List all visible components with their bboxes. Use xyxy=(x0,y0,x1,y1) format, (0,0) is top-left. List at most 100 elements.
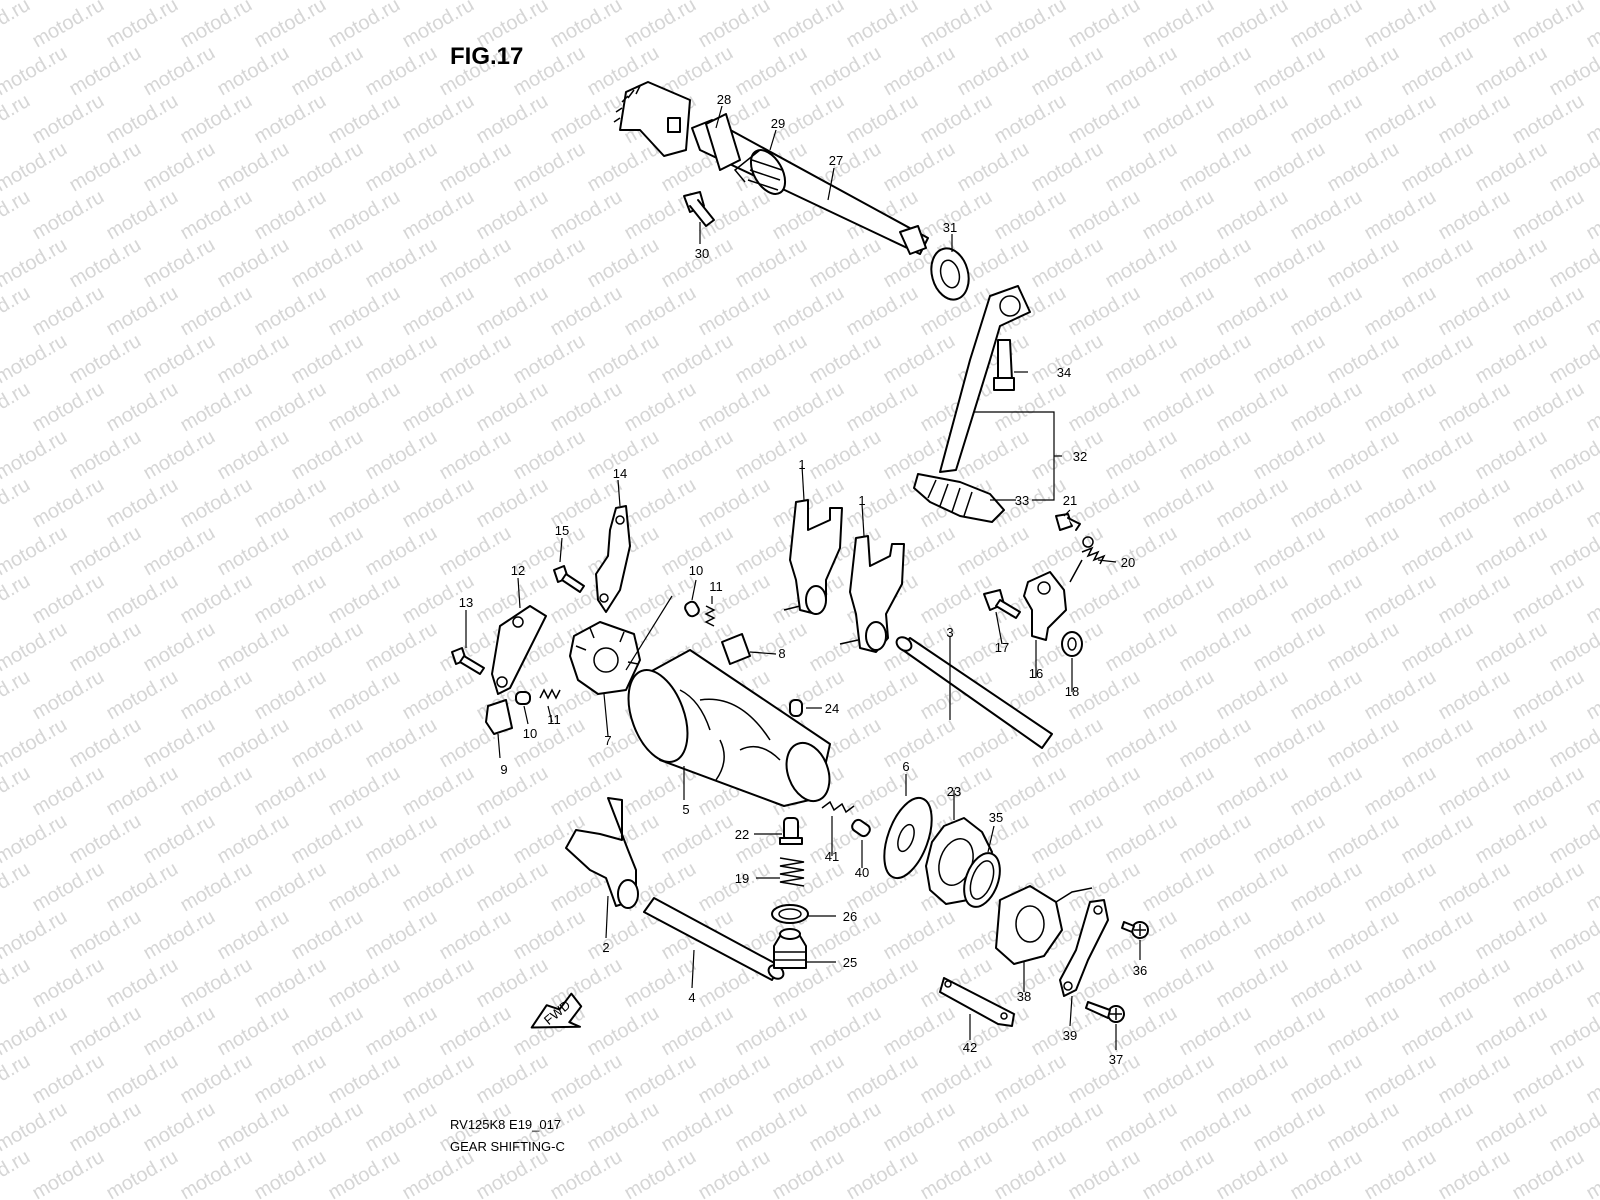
watermark-text: motod.ru xyxy=(584,1002,663,1061)
watermark-text: motod.ru xyxy=(103,1050,182,1109)
watermark-text: motod.ru xyxy=(584,138,663,197)
callout-40: 40 xyxy=(855,865,869,880)
watermark-text: motod.ru xyxy=(1102,0,1181,4)
watermark-text: motod.ru xyxy=(880,1002,959,1061)
watermark-text: motod.ru xyxy=(362,234,441,293)
figure-title: FIG.17 xyxy=(450,43,523,70)
watermark-text: motod.ru xyxy=(1324,138,1403,197)
watermark-text: motod.ru xyxy=(658,234,737,293)
pin-24 xyxy=(789,699,803,717)
watermark-text: motod.ru xyxy=(1361,0,1440,52)
callout-10a: 10 xyxy=(689,563,703,578)
watermark-text: motod.ru xyxy=(806,426,885,485)
watermark-text: motod.ru xyxy=(1324,714,1403,773)
watermark-text: motod.ru xyxy=(1102,810,1181,869)
watermark-text: motod.ru xyxy=(880,42,959,101)
watermark-text: motod.ru xyxy=(1472,522,1551,581)
watermark-text: motod.ru xyxy=(510,330,589,389)
watermark-text: motod.ru xyxy=(399,90,478,149)
watermark-text: motod.ru xyxy=(806,1002,885,1061)
watermark-text: motod.ru xyxy=(399,1050,478,1109)
watermark-text: motod.ru xyxy=(436,906,515,965)
leader-lines xyxy=(465,105,1141,1050)
screw-36 xyxy=(1121,921,1149,939)
watermark-text: motod.ru xyxy=(621,570,700,629)
watermark-text: motod.ru xyxy=(29,666,108,725)
callout-16: 16 xyxy=(1029,666,1043,681)
watermark-text: motod.ru xyxy=(1213,666,1292,725)
watermark-text: motod.ru xyxy=(362,810,441,869)
watermark-text: motod.ru xyxy=(1213,282,1292,341)
watermark-text: motod.ru xyxy=(1324,1002,1403,1061)
watermark-text: motod.ru xyxy=(362,42,441,101)
watermark-text: motod.ru xyxy=(1176,330,1255,389)
watermark-text: motod.ru xyxy=(1583,762,1600,821)
watermark-text: motod.ru xyxy=(1139,858,1218,917)
watermark-text: motod.ru xyxy=(695,858,774,917)
watermark-text: motod.ru xyxy=(1065,762,1144,821)
watermark-text: motod.ru xyxy=(621,378,700,437)
watermark-text: motod.ru xyxy=(1398,330,1477,389)
watermark-text: motod.ru xyxy=(362,138,441,197)
watermark-text: motod.ru xyxy=(1472,618,1551,677)
watermark-text: motod.ru xyxy=(1028,1098,1107,1157)
watermark-text: motod.ru xyxy=(29,858,108,917)
watermark-text: motod.ru xyxy=(214,426,293,485)
callout-35: 35 xyxy=(989,810,1003,825)
watermark-text: motod.ru xyxy=(658,0,737,4)
watermark-text: motod.ru xyxy=(1398,426,1477,485)
watermark-text: motod.ru xyxy=(0,714,71,773)
watermark-text: motod.ru xyxy=(584,0,663,4)
watermark-text: motod.ru xyxy=(1213,954,1292,1013)
watermark-text: motod.ru xyxy=(103,570,182,629)
watermark-text: motod.ru xyxy=(66,42,145,101)
watermark-text: motod.ru xyxy=(584,234,663,293)
watermark-text: motod.ru xyxy=(1102,330,1181,389)
watermark-text: motod.ru xyxy=(1361,858,1440,917)
watermark-text: motod.ru xyxy=(1213,0,1292,52)
watermark-text: motod.ru xyxy=(621,282,700,341)
watermark-text: motod.ru xyxy=(806,810,885,869)
watermark-text: motod.ru xyxy=(177,474,256,533)
watermark-text: motod.ru xyxy=(325,90,404,149)
watermark-text: motod.ru xyxy=(66,0,145,4)
watermark-text: motod.ru xyxy=(0,618,71,677)
watermark-text: motod.ru xyxy=(510,138,589,197)
watermark-text: motod.ru xyxy=(288,42,367,101)
watermark-text: motod.ru xyxy=(0,426,71,485)
watermark-text: motod.ru xyxy=(103,762,182,821)
watermark-text: motod.ru xyxy=(66,426,145,485)
watermark-text: motod.ru xyxy=(1435,762,1514,821)
watermark-text: motod.ru xyxy=(1250,426,1329,485)
callout-23: 23 xyxy=(947,784,961,799)
callout-3: 3 xyxy=(946,625,953,640)
watermark-text: motod.ru xyxy=(1583,186,1600,245)
callout-22: 22 xyxy=(735,827,749,842)
watermark-text: motod.ru xyxy=(214,714,293,773)
callout-13: 13 xyxy=(459,595,473,610)
watermark-text: motod.ru xyxy=(1287,186,1366,245)
watermark-text: motod.ru xyxy=(1361,666,1440,725)
watermark-text: motod.ru xyxy=(29,954,108,1013)
watermark-text: motod.ru xyxy=(1583,666,1600,725)
watermark-text: motod.ru xyxy=(1583,378,1600,437)
watermark-text: motod.ru xyxy=(1398,138,1477,197)
watermark-text: motod.ru xyxy=(140,42,219,101)
watermark-text: motod.ru xyxy=(732,330,811,389)
watermark-text: motod.ru xyxy=(140,714,219,773)
callout-28: 28 xyxy=(717,92,731,107)
watermark-text: motod.ru xyxy=(880,0,959,4)
watermark-text: motod.ru xyxy=(214,330,293,389)
watermark-text: motod.ru xyxy=(1324,234,1403,293)
bolt-17 xyxy=(983,589,1021,619)
watermark-text: motod.ru xyxy=(1435,378,1514,437)
watermark-text: motod.ru xyxy=(1472,1002,1551,1061)
watermark-text: motod.ru xyxy=(140,906,219,965)
callout-21: 21 xyxy=(1063,493,1077,508)
watermark-text: motod.ru xyxy=(325,378,404,437)
callout-11a: 11 xyxy=(709,579,723,594)
watermark-text: motod.ru xyxy=(991,186,1070,245)
watermark-text: motod.ru xyxy=(1213,1050,1292,1109)
watermark-text: motod.ru xyxy=(177,1146,256,1200)
watermark-text: motod.ru xyxy=(140,330,219,389)
